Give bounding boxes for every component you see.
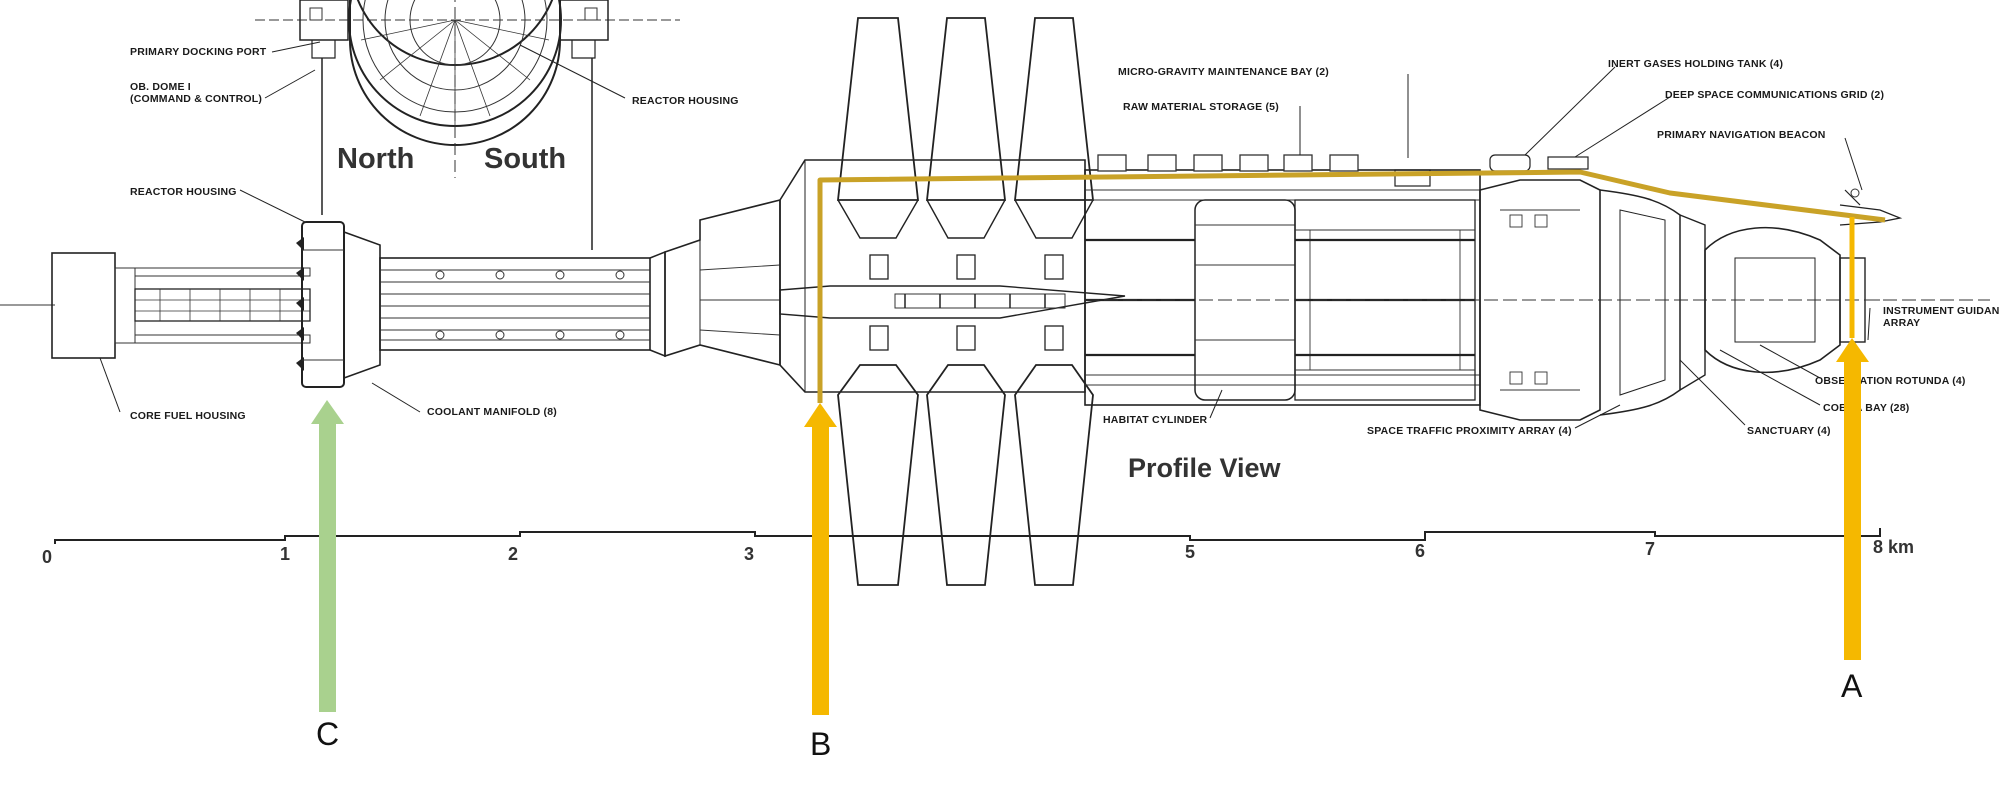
forward-hull bbox=[664, 159, 1126, 393]
scale-tick-7: 7 bbox=[1645, 539, 1655, 559]
solar-arrays bbox=[836, 17, 1095, 586]
callout-labels: PRIMARY DOCKING PORT OB. DOME I (COMMAND… bbox=[130, 46, 2000, 483]
label-core-fuel-housing: CORE FUEL HOUSING bbox=[130, 410, 246, 422]
label-ob-dome-line2: (COMMAND & CONTROL) bbox=[130, 93, 262, 105]
scale-tick-1: 1 bbox=[280, 544, 290, 564]
scale-tick-6: 6 bbox=[1415, 541, 1425, 561]
marker-b-label: B bbox=[810, 726, 831, 762]
leader-lines bbox=[99, 41, 1871, 429]
label-observation-rotunda: OBSERVATION ROTUNDA (4) bbox=[1815, 375, 1966, 387]
label-micro-gravity-bay: MICRO-GRAVITY MAINTENANCE BAY (2) bbox=[1118, 66, 1329, 78]
label-raw-material-storage: RAW MATERIAL STORAGE (5) bbox=[1123, 101, 1279, 113]
label-deep-space-comms: DEEP SPACE COMMUNICATIONS GRID (2) bbox=[1665, 89, 1884, 101]
main-hull bbox=[1084, 154, 1990, 421]
label-habitat-cylinder: HABITAT CYLINDER bbox=[1103, 414, 1208, 426]
label-primary-nav-beacon: PRIMARY NAVIGATION BEACON bbox=[1657, 129, 1826, 141]
marker-c-label: C bbox=[316, 716, 339, 752]
label-space-traffic-array: SPACE TRAFFIC PROXIMITY ARRAY (4) bbox=[1367, 425, 1572, 437]
coolant-manifold bbox=[379, 250, 666, 358]
scale-tick-5: 5 bbox=[1185, 542, 1195, 562]
label-primary-docking-port: PRIMARY DOCKING PORT bbox=[130, 46, 267, 58]
scale-tick-0: 0 bbox=[42, 547, 52, 567]
label-inert-gases-tank: INERT GASES HOLDING TANK (4) bbox=[1608, 58, 1783, 70]
route-path bbox=[817, 169, 1886, 403]
label-reactor-housing-top: REACTOR HOUSING bbox=[632, 95, 739, 107]
arrow-a: A bbox=[1836, 338, 1869, 704]
arrow-b: B bbox=[804, 403, 837, 762]
label-reactor-housing-left: REACTOR HOUSING bbox=[130, 186, 237, 198]
label-instrument-guidance-line2: ARRAY bbox=[1883, 317, 1920, 329]
label-cobra-bay: COBRA BAY (28) bbox=[1823, 402, 1909, 414]
scale-tick-3: 3 bbox=[744, 544, 754, 564]
south-label: South bbox=[484, 143, 566, 175]
scale-bar: 0 1 2 3 5 6 7 8 km bbox=[42, 528, 1914, 567]
scale-end-label: 8 km bbox=[1873, 537, 1914, 557]
north-south-section: North South bbox=[255, 0, 680, 250]
scale-tick-2: 2 bbox=[508, 544, 518, 564]
north-label: North bbox=[337, 143, 414, 175]
label-instrument-guidance-line1: INSTRUMENT GUIDAN bbox=[1883, 305, 2000, 317]
marker-a-label: A bbox=[1841, 668, 1863, 704]
profile-view-title: Profile View bbox=[1128, 453, 1282, 483]
core-assembly bbox=[0, 221, 381, 388]
label-ob-dome-line1: OB. DOME I bbox=[130, 81, 191, 93]
label-sanctuary: SANCTUARY (4) bbox=[1747, 425, 1831, 437]
label-coolant-manifold: COOLANT MANIFOLD (8) bbox=[427, 406, 557, 418]
arrow-c: C bbox=[311, 400, 344, 752]
